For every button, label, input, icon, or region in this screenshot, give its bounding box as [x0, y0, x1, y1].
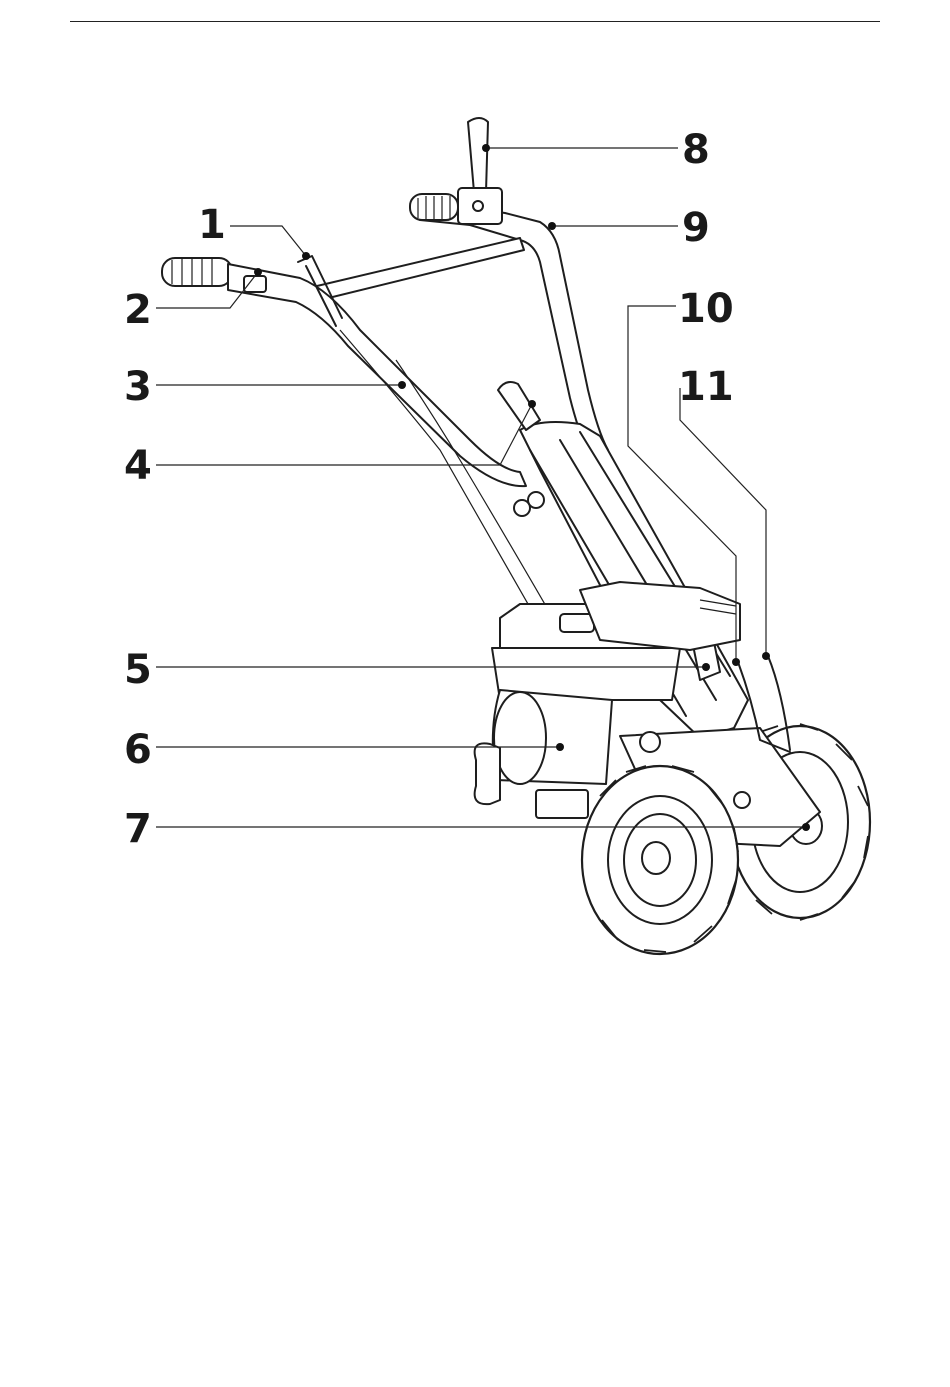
svg-text:6: 6 — [124, 727, 152, 773]
near-wheel — [582, 766, 738, 954]
callout-1: 1 — [198, 202, 310, 260]
svg-text:8: 8 — [682, 127, 710, 173]
svg-text:2: 2 — [124, 287, 152, 333]
svg-text:5: 5 — [124, 647, 152, 693]
callout-3: 3 — [124, 364, 406, 410]
svg-text:4: 4 — [124, 443, 152, 489]
svg-text:9: 9 — [682, 205, 710, 251]
tiller-illustration — [162, 118, 870, 954]
svg-text:3: 3 — [124, 364, 152, 410]
svg-text:1: 1 — [198, 202, 226, 248]
svg-text:7: 7 — [124, 806, 152, 852]
svg-text:11: 11 — [678, 364, 734, 410]
callout-9: 9 — [548, 205, 710, 251]
callout-8: 8 — [482, 127, 710, 173]
svg-text:10: 10 — [678, 286, 734, 332]
